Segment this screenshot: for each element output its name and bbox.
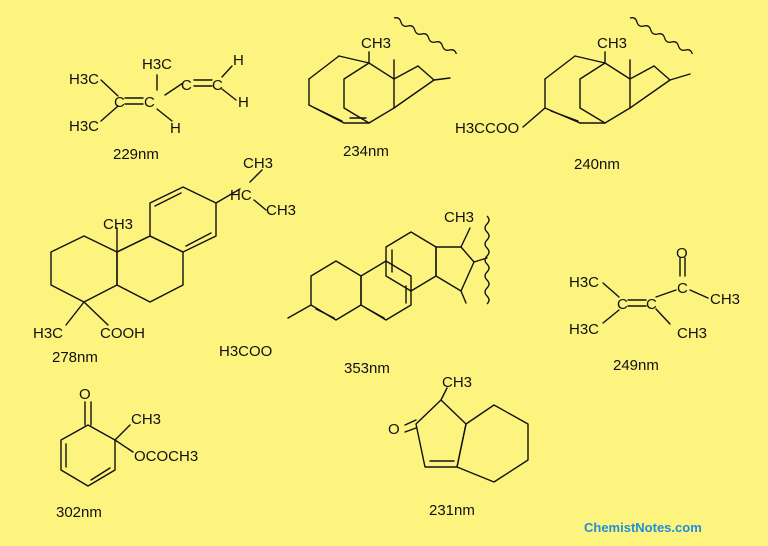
- methyl-label: H3C: [33, 325, 63, 342]
- methyl-label: H3C: [569, 274, 599, 291]
- acetate-label: H3CCOO: [455, 120, 519, 137]
- wavelength-label: 229nm: [113, 146, 159, 163]
- methyl-label: CH3: [444, 209, 474, 226]
- oxygen-label: O: [676, 245, 688, 262]
- compound-278: CH3 CH3 CH3 HC H3C COOH 278nm: [33, 155, 296, 366]
- carbon-label: C: [677, 280, 688, 297]
- oxygen-label: O: [388, 421, 400, 438]
- carbon-label: C: [646, 296, 657, 313]
- compound-234: CH3 234nm: [308, 17, 457, 160]
- oxygen-label: O: [79, 386, 91, 403]
- carbon-label: C: [181, 77, 192, 94]
- compound-231: O CH3 231nm: [388, 374, 529, 519]
- compound-240: CH3 H3CCOO 240nm: [455, 17, 693, 173]
- wavelength-label: 353nm: [344, 360, 390, 377]
- methyl-label: CH3: [103, 216, 133, 233]
- methyl-label: H3C: [142, 56, 172, 73]
- acetate-label: H3COO: [219, 343, 272, 360]
- methyl-label: H3C: [569, 321, 599, 338]
- methyl-label: CH3: [361, 35, 391, 52]
- compound-229: H3C H3C H3C H H H C C C C 229nm: [69, 52, 249, 163]
- compound-353: CH3 H3COO 353nm: [219, 209, 490, 377]
- methyl-label: CH3: [243, 155, 273, 172]
- wavelength-label: 278nm: [52, 349, 98, 366]
- methyl-label: CH3: [710, 291, 740, 308]
- hydrogen-label: H: [170, 120, 181, 137]
- acetate-label: OCOCH3: [134, 448, 198, 465]
- methyl-label: H3C: [69, 71, 99, 88]
- methyl-label: CH3: [597, 35, 627, 52]
- methine-label: HC: [230, 187, 252, 204]
- carbon-label: C: [114, 94, 125, 111]
- wavelength-label: 302nm: [56, 504, 102, 521]
- compound-302: O CH3 OCOCH3 302nm: [56, 386, 198, 521]
- methyl-label: CH3: [442, 374, 472, 391]
- methyl-label: H3C: [69, 118, 99, 135]
- wavelength-label: 240nm: [574, 156, 620, 173]
- carbon-label: C: [144, 94, 155, 111]
- wavelength-label: 234nm: [343, 143, 389, 160]
- methyl-label: CH3: [677, 325, 707, 342]
- hydrogen-label: H: [233, 52, 244, 69]
- carboxyl-label: COOH: [100, 325, 145, 342]
- carbon-label: C: [617, 296, 628, 313]
- hydrogen-label: H: [238, 94, 249, 111]
- compound-249: H3C H3C CH3 CH3 O C C C 249nm: [569, 245, 740, 374]
- methyl-label: CH3: [266, 202, 296, 219]
- wavelength-label: 231nm: [429, 502, 475, 519]
- watermark-text: ChemistNotes.com: [584, 520, 702, 535]
- wavelength-label: 249nm: [613, 357, 659, 374]
- carbon-label: C: [212, 77, 223, 94]
- methyl-label: CH3: [131, 411, 161, 428]
